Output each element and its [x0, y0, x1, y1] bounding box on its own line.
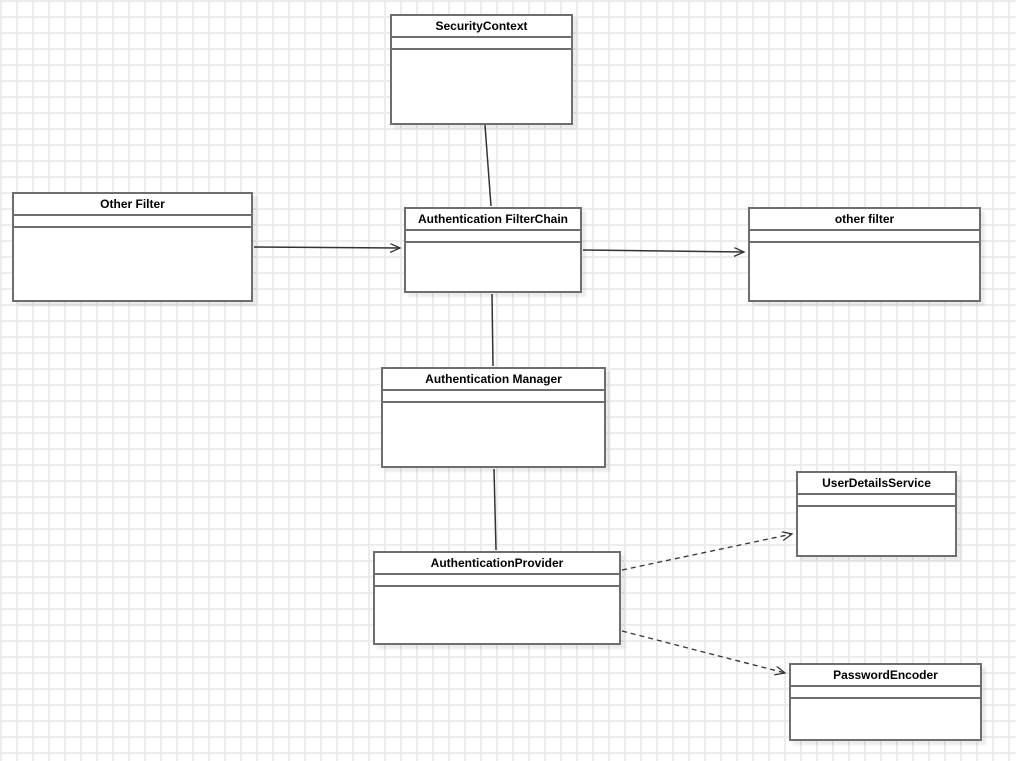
class-methods-compartment: [14, 228, 251, 300]
class-methods-compartment: [406, 243, 580, 291]
class-methods-compartment: [791, 699, 980, 739]
class-title: SecurityContext: [392, 16, 571, 38]
class-box-other-filter-left[interactable]: Other Filter: [12, 192, 253, 302]
edge-filterchain-to-otherfilter[interactable]: [582, 250, 744, 252]
class-box-user-details-service[interactable]: UserDetailsService: [796, 471, 957, 557]
edge-filterchain-manager[interactable]: [491, 293, 494, 367]
class-title: Authentication Manager: [383, 369, 604, 391]
class-box-authentication-provider[interactable]: AuthenticationProvider: [373, 551, 621, 645]
class-methods-compartment: [375, 587, 619, 643]
class-attributes-compartment: [750, 231, 979, 243]
class-title: PasswordEncoder: [791, 665, 980, 687]
class-attributes-compartment: [406, 231, 580, 243]
class-methods-compartment: [750, 243, 979, 300]
class-methods-compartment: [798, 507, 955, 555]
class-methods-compartment: [383, 403, 604, 466]
class-attributes-compartment: [383, 391, 604, 403]
class-attributes-compartment: [392, 38, 571, 50]
class-attributes-compartment: [791, 687, 980, 699]
class-title: Other Filter: [14, 194, 251, 216]
class-methods-compartment: [392, 50, 571, 123]
class-title: other filter: [750, 209, 979, 231]
class-box-other-filter-right[interactable]: other filter: [748, 207, 981, 302]
edge-manager-provider[interactable]: [493, 468, 497, 551]
class-title: UserDetailsService: [798, 473, 955, 495]
class-box-authentication-filterchain[interactable]: Authentication FilterChain: [404, 207, 582, 293]
class-title: Authentication FilterChain: [406, 209, 580, 231]
edge-provider-passwordencoder[interactable]: [621, 630, 785, 673]
class-box-password-encoder[interactable]: PasswordEncoder: [789, 663, 982, 741]
class-box-authentication-manager[interactable]: Authentication Manager: [381, 367, 606, 468]
edge-provider-userdetailsservice[interactable]: [621, 534, 792, 571]
edge-securitycontext-filterchain[interactable]: [484, 124, 492, 207]
class-attributes-compartment: [14, 216, 251, 228]
class-title: AuthenticationProvider: [375, 553, 619, 575]
edge-otherfilter-to-filterchain[interactable]: [253, 247, 400, 248]
class-box-security-context[interactable]: SecurityContext: [390, 14, 573, 125]
class-attributes-compartment: [798, 495, 955, 507]
class-attributes-compartment: [375, 575, 619, 587]
